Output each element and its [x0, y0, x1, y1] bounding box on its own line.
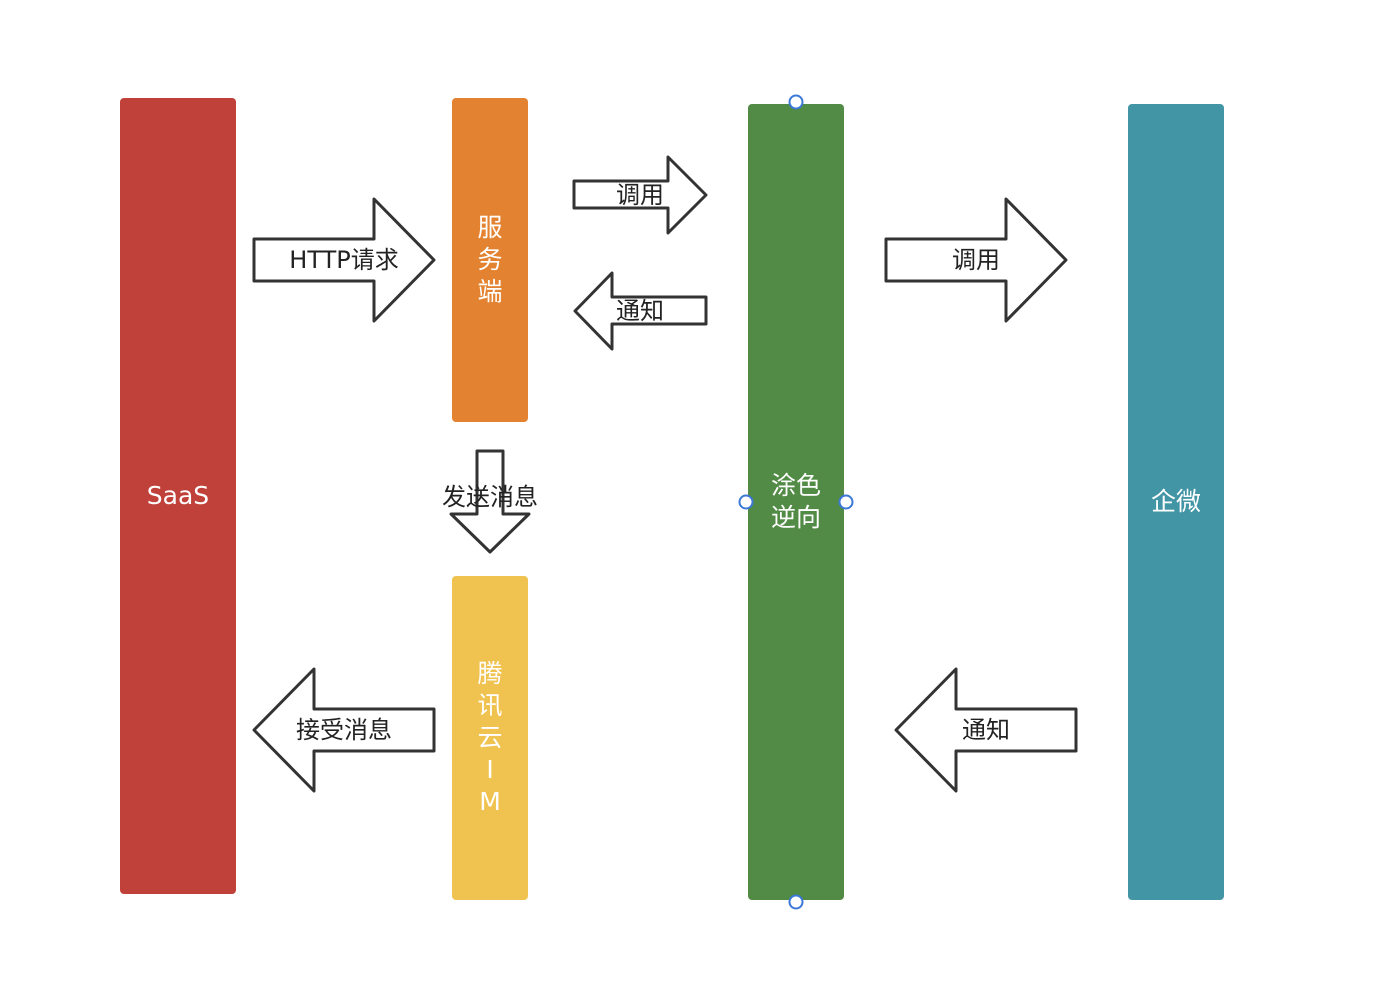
notify-label-1: 通知: [616, 297, 664, 325]
notify-label-2: 通知: [962, 716, 1010, 744]
call-arrow-1[interactable]: 调用: [572, 155, 708, 235]
receive-message-arrow-shape: [252, 667, 436, 793]
wecom-label: 企微: [1150, 487, 1201, 516]
call-arrow-2[interactable]: 调用: [884, 197, 1068, 323]
server-node[interactable]: 服务端: [452, 98, 528, 422]
notify-arrow-1-shape: [573, 271, 708, 351]
http-request-arrow[interactable]: HTTP请求: [252, 197, 436, 323]
call-arrow-1-shape: [572, 155, 708, 235]
send-message-arrow[interactable]: 发送消息: [442, 449, 538, 554]
tencent-im-label: 腾讯云IM: [477, 659, 503, 816]
wecom-node[interactable]: 企微: [1128, 104, 1224, 900]
resize-handle-right[interactable]: [838, 494, 854, 510]
http-request-arrow-shape: [252, 197, 436, 323]
server-label: 服务端: [477, 213, 503, 306]
resize-handle-left[interactable]: [738, 494, 754, 510]
receive-message-arrow[interactable]: 接受消息: [252, 667, 436, 793]
notify-arrow-2-shape: [894, 667, 1078, 793]
send-message-label: 发送消息: [442, 483, 538, 511]
saas-label: SaaS: [146, 481, 210, 510]
selection-handles: [738, 94, 854, 910]
notify-arrow-1[interactable]: 通知: [573, 271, 708, 351]
call-arrow-2-shape: [884, 197, 1068, 323]
send-message-arrow-shape: [449, 449, 531, 554]
saas-node[interactable]: SaaS: [120, 98, 236, 894]
notify-arrow-2[interactable]: 通知: [894, 667, 1078, 793]
http-request-label: HTTP请求: [289, 246, 398, 274]
resize-handle-top[interactable]: [788, 94, 804, 110]
tencent-im-node[interactable]: 腾讯云IM: [452, 576, 528, 900]
call-label-1: 调用: [616, 181, 664, 209]
reverse-node[interactable]: 涂色逆向: [748, 104, 844, 900]
receive-message-label: 接受消息: [296, 716, 392, 744]
reverse-label: 涂色逆向: [770, 471, 821, 532]
resize-handle-bottom[interactable]: [788, 894, 804, 910]
call-label-2: 调用: [952, 246, 1000, 274]
